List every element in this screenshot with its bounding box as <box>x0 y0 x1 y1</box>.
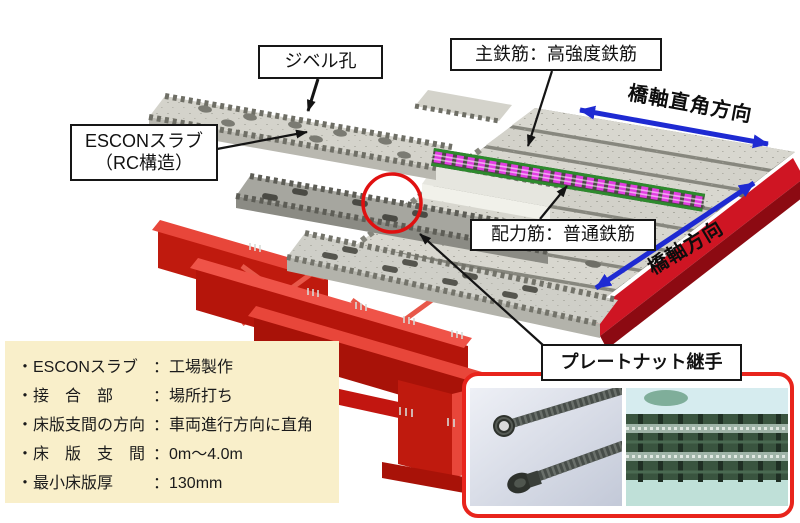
spec-label: ・ESCONスラブ <box>17 358 138 376</box>
threaded-rod-2 <box>507 441 622 494</box>
label-plate-nut-text: プレートナット継手 <box>560 351 723 372</box>
direction-arrows <box>579 105 769 291</box>
spec-value: ：0m～4.0m <box>153 445 243 463</box>
leader-main-rebar <box>526 70 554 147</box>
label-main-rebar-text: 主鉄筋：高強度鉄筋 <box>475 43 637 64</box>
leader-arrows <box>216 70 568 347</box>
spec-row: ・ESCONスラブ ：工場製作 <box>17 350 327 379</box>
spec-row: ・床版支間の方向 ：車両進行方向に直角 <box>17 408 327 437</box>
horizontal-rebar <box>626 424 788 474</box>
spec-label: ・床 版 支 間 <box>17 445 146 463</box>
spec-value: ：工場製作 <box>153 358 234 376</box>
slab-lower-slots <box>322 246 538 299</box>
threaded-rod-1 <box>493 388 622 437</box>
label-dist-rebar-text: 配力筋：普通鉄筋 <box>491 224 635 245</box>
label-escon-line2: （RC構造） <box>95 152 193 173</box>
label-escon-line1: ESCONスラブ <box>84 130 203 151</box>
label-dowel-hole: ジベル孔 <box>258 45 383 79</box>
spec-value: ：場所打ち <box>153 387 234 405</box>
photo-joint-rebar <box>626 388 788 506</box>
leader-escon-slab <box>216 129 308 151</box>
slat-fragment <box>414 90 512 124</box>
arrow-axis-perpendicular <box>579 105 769 149</box>
spec-label: ・床版支間の方向 <box>17 416 146 434</box>
leader-plate-nut <box>419 233 545 347</box>
spec-label: ・最小床版厚 <box>17 474 114 492</box>
shear-studs <box>249 243 463 427</box>
arrow-axis-direction <box>594 180 756 291</box>
spec-row: ・接 合 部 ：場所打ち <box>17 379 327 408</box>
spec-label: ・接 合 部 <box>17 387 114 405</box>
slab-lower <box>286 230 619 338</box>
label-main-rebar: 主鉄筋：高強度鉄筋 <box>450 38 662 71</box>
photo-plate-nut-bolts <box>470 388 622 506</box>
spec-row: ・最小床版厚 ：130mm <box>17 466 327 495</box>
spec-value: ：130mm <box>153 474 223 492</box>
label-escon-slab: ESCONスラブ （RC構造） <box>70 124 218 181</box>
dowel-holes <box>198 105 411 159</box>
plate-nut-photo-panel <box>462 372 794 518</box>
red-highlight-circle <box>361 172 423 234</box>
leader-dowel-hole <box>306 78 320 112</box>
leader-dist-rebar <box>539 185 568 220</box>
girder-group <box>152 220 690 494</box>
label-dist-rebar: 配力筋：普通鉄筋 <box>470 219 656 251</box>
label-dowel-hole-text: ジベル孔 <box>284 51 357 72</box>
spec-value: ：車両進行方向に直角 <box>153 416 314 434</box>
vertical-bars <box>638 414 781 482</box>
spec-info-box: ・ESCONスラブ ：工場製作 ・接 合 部 ：場所打ち ・床版支間の方向 ：車… <box>5 341 339 503</box>
label-plate-nut-joint: プレートナット継手 <box>541 344 742 381</box>
spec-row: ・床 版 支 間 ：0m～4.0m <box>17 437 327 466</box>
